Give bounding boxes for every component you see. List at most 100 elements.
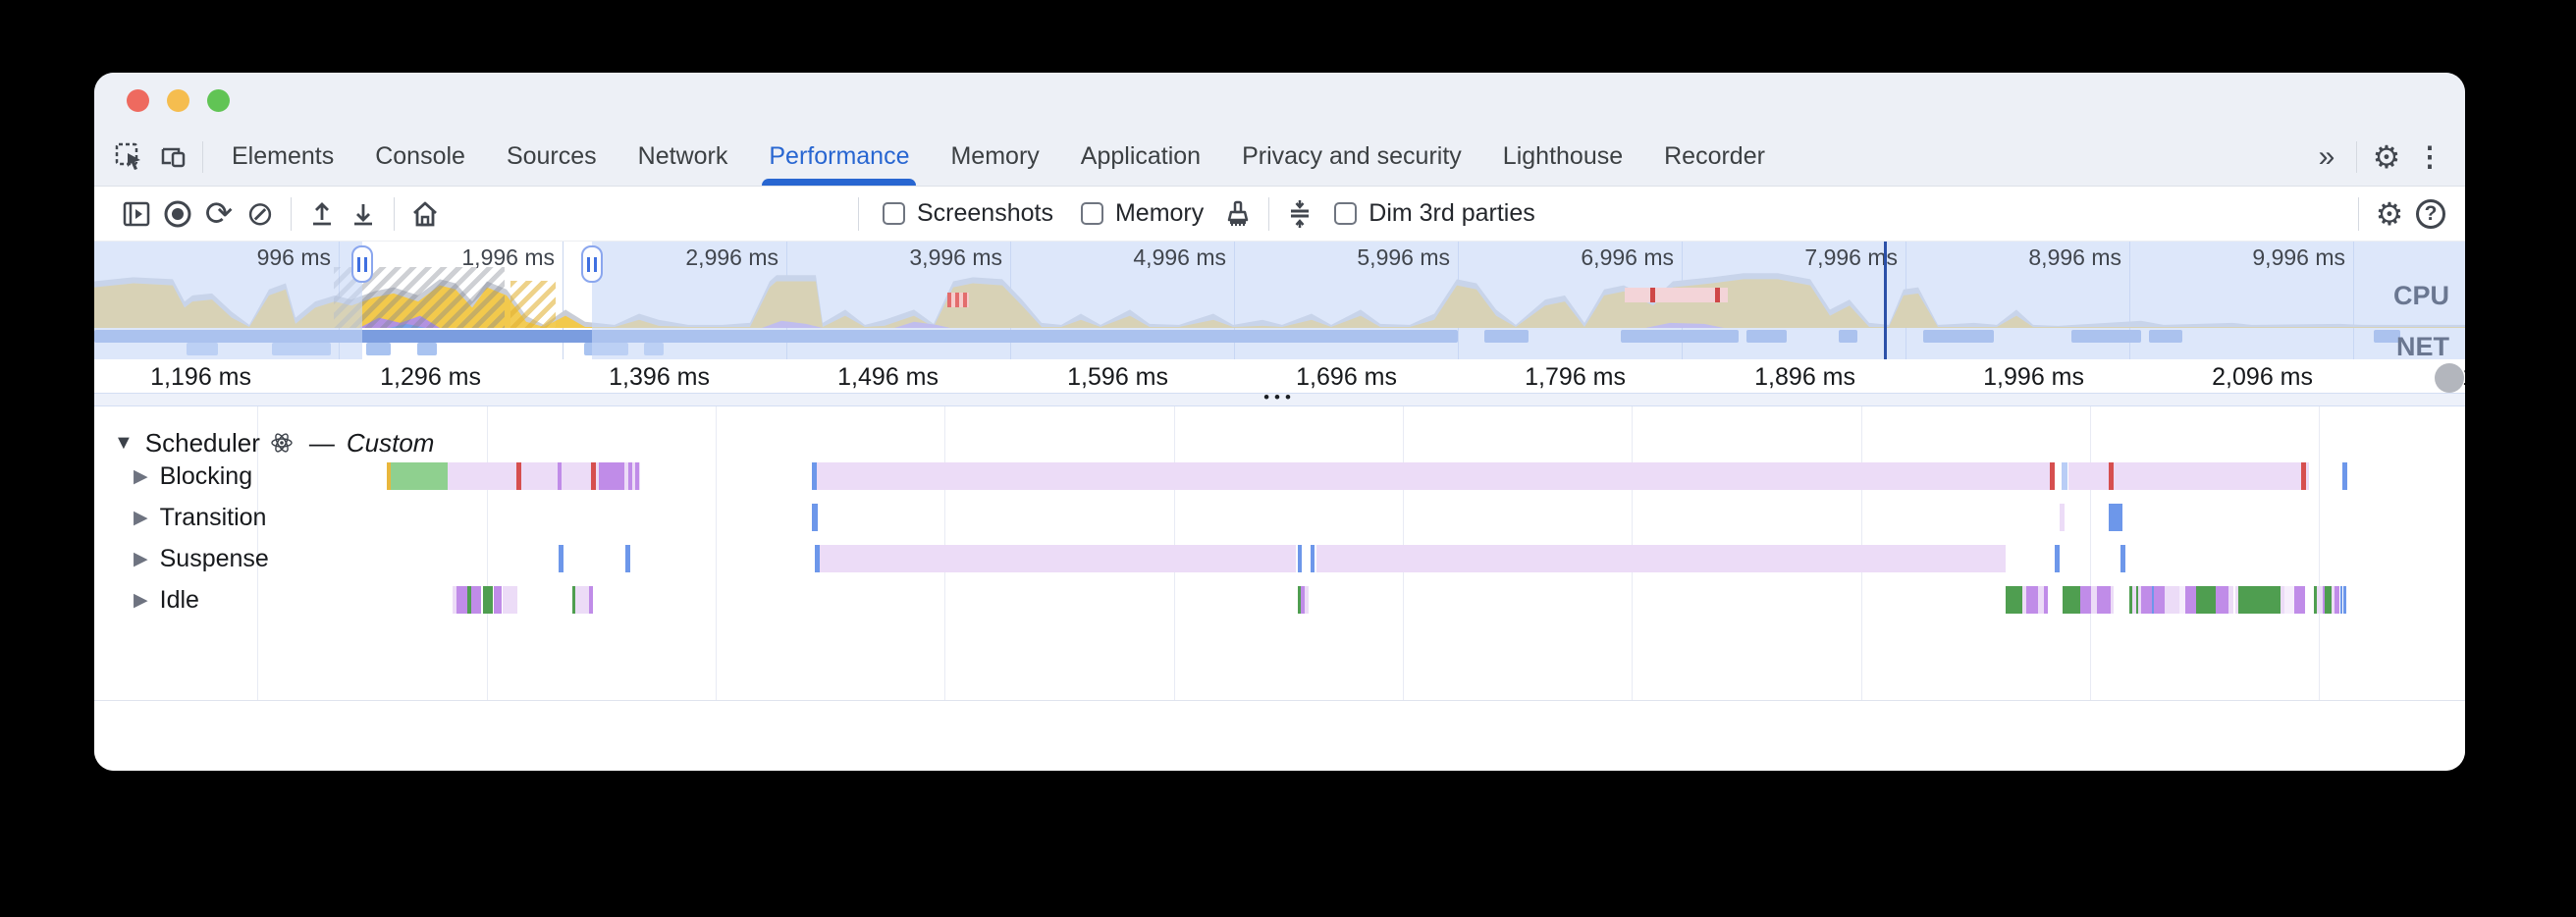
tab-sources[interactable]: Sources xyxy=(486,128,617,186)
screenshots-checkbox[interactable]: Screenshots xyxy=(883,199,1053,228)
suspense-event-segment[interactable] xyxy=(625,545,630,572)
capture-settings-gear-icon[interactable]: ⚙ xyxy=(2375,195,2404,232)
idle-event-segment[interactable] xyxy=(2129,586,2132,614)
suspense-event-segment[interactable] xyxy=(1316,545,2006,572)
idle-event-segment[interactable] xyxy=(2091,586,2097,614)
tab-lighthouse[interactable]: Lighthouse xyxy=(1482,128,1643,186)
suspense-event-segment[interactable] xyxy=(815,545,820,572)
tab-recorder[interactable]: Recorder xyxy=(1643,128,1786,186)
idle-event-segment[interactable] xyxy=(2136,586,2138,614)
tab-memory[interactable]: Memory xyxy=(930,128,1059,186)
suspense-event-segment[interactable] xyxy=(1298,545,1302,572)
track-row-transition[interactable]: ▶Transition xyxy=(134,503,266,532)
track-row-suspense[interactable]: ▶Suspense xyxy=(134,544,269,573)
record-icon[interactable] xyxy=(157,193,198,235)
idle-event-segment[interactable] xyxy=(2179,586,2185,614)
dim-3rd-parties-checkbox[interactable]: Dim 3rd parties xyxy=(1334,199,1535,228)
suspense-event-segment[interactable] xyxy=(1311,545,1315,572)
expand-triangle-icon[interactable]: ▶ xyxy=(134,465,148,487)
idle-event-segment[interactable] xyxy=(2294,586,2305,614)
tab-privacy-and-security[interactable]: Privacy and security xyxy=(1221,128,1482,186)
device-toolbar-icon[interactable] xyxy=(151,128,194,186)
blocking-event-segment[interactable] xyxy=(812,462,817,490)
scrollbar-knob[interactable] xyxy=(2435,363,2464,393)
idle-event-segment[interactable] xyxy=(2152,586,2154,614)
idle-event-segment[interactable] xyxy=(2238,586,2281,614)
dim-3rd-parties-checkbox-box[interactable] xyxy=(1334,202,1358,225)
idle-event-segment[interactable] xyxy=(2317,586,2323,614)
help-icon[interactable]: ? xyxy=(2410,193,2451,235)
customize-devtools-kebab-icon[interactable]: ⋮ xyxy=(2416,140,2443,172)
idle-event-segment[interactable] xyxy=(2314,586,2317,614)
track-row-blocking[interactable]: ▶Blocking xyxy=(134,461,252,491)
transition-event-segment[interactable] xyxy=(812,504,818,531)
blocking-event-segment[interactable] xyxy=(2068,462,2309,490)
idle-event-segment[interactable] xyxy=(2323,586,2325,614)
idle-event-segment[interactable] xyxy=(467,586,471,614)
idle-event-segment[interactable] xyxy=(2141,586,2153,614)
blocking-event-segment[interactable] xyxy=(812,462,2052,490)
idle-event-segment[interactable] xyxy=(2334,586,2339,614)
idle-event-segment[interactable] xyxy=(2138,586,2141,614)
selection-handle-left[interactable] xyxy=(351,245,373,283)
expand-triangle-icon[interactable]: ▶ xyxy=(134,507,148,528)
blocking-event-segment[interactable] xyxy=(628,462,632,490)
idle-event-segment[interactable] xyxy=(572,586,575,614)
suspense-event-segment[interactable] xyxy=(815,545,1296,572)
idle-event-segment[interactable] xyxy=(2216,586,2228,614)
idle-event-segment[interactable] xyxy=(2281,586,2284,614)
idle-event-segment[interactable] xyxy=(456,586,467,614)
idle-event-segment[interactable] xyxy=(2063,586,2080,614)
overview-dim-right[interactable] xyxy=(592,242,2465,359)
clear-icon[interactable]: ⊘ xyxy=(245,194,275,233)
blocking-event-segment[interactable] xyxy=(391,462,448,490)
playhead-line[interactable] xyxy=(1884,242,1887,359)
idle-event-segment[interactable] xyxy=(494,586,502,614)
panel-resize-handle[interactable]: ••• xyxy=(94,389,2465,406)
idle-event-segment[interactable] xyxy=(453,586,456,614)
memory-checkbox[interactable]: Memory xyxy=(1080,199,1204,228)
tab-application[interactable]: Application xyxy=(1060,128,1221,186)
close-window-button[interactable] xyxy=(127,89,149,112)
tab-elements[interactable]: Elements xyxy=(211,128,354,186)
toggle-sidebar-icon[interactable] xyxy=(116,193,157,235)
load-profile-icon[interactable] xyxy=(301,193,343,235)
idle-event-segment[interactable] xyxy=(2325,586,2332,614)
idle-event-segment[interactable] xyxy=(589,586,593,614)
suspense-event-segment[interactable] xyxy=(2055,545,2060,572)
save-profile-icon[interactable] xyxy=(343,193,384,235)
idle-event-segment[interactable] xyxy=(1305,586,1309,614)
inspect-element-icon[interactable] xyxy=(108,128,151,186)
blocking-event-segment[interactable] xyxy=(516,462,521,490)
memory-checkbox-box[interactable] xyxy=(1080,202,1103,225)
idle-event-segment[interactable] xyxy=(2044,586,2048,614)
collect-garbage-icon[interactable] xyxy=(1217,193,1259,235)
idle-event-segment[interactable] xyxy=(2340,586,2342,614)
selection-handle-right[interactable] xyxy=(581,245,603,283)
screenshots-checkbox-box[interactable] xyxy=(883,202,905,225)
idle-event-segment[interactable] xyxy=(471,586,481,614)
blocking-event-segment[interactable] xyxy=(635,462,639,490)
expand-triangle-icon[interactable]: ▶ xyxy=(134,589,148,611)
idle-event-segment[interactable] xyxy=(1301,586,1305,614)
idle-event-segment[interactable] xyxy=(2235,586,2238,614)
blocking-event-segment[interactable] xyxy=(387,462,391,490)
blocking-event-segment[interactable] xyxy=(591,462,596,490)
blocking-event-segment[interactable] xyxy=(2050,462,2055,490)
minimize-window-button[interactable] xyxy=(167,89,189,112)
idle-event-segment[interactable] xyxy=(2228,586,2233,614)
track-group-scheduler[interactable]: ▼ Scheduler — Custom xyxy=(114,426,434,459)
idle-event-segment[interactable] xyxy=(1298,586,1301,614)
tab-network[interactable]: Network xyxy=(617,128,749,186)
idle-event-segment[interactable] xyxy=(574,586,589,614)
idle-event-segment[interactable] xyxy=(483,586,493,614)
blocking-event-segment[interactable] xyxy=(2341,462,2347,490)
idle-event-segment[interactable] xyxy=(2026,586,2038,614)
suspense-event-segment[interactable] xyxy=(2120,545,2125,572)
blocking-event-segment[interactable] xyxy=(2108,462,2114,490)
suspense-event-segment[interactable] xyxy=(559,545,564,572)
transition-event-segment[interactable] xyxy=(2108,504,2122,531)
blocking-event-segment[interactable] xyxy=(599,462,624,490)
idle-event-segment[interactable] xyxy=(503,586,517,614)
